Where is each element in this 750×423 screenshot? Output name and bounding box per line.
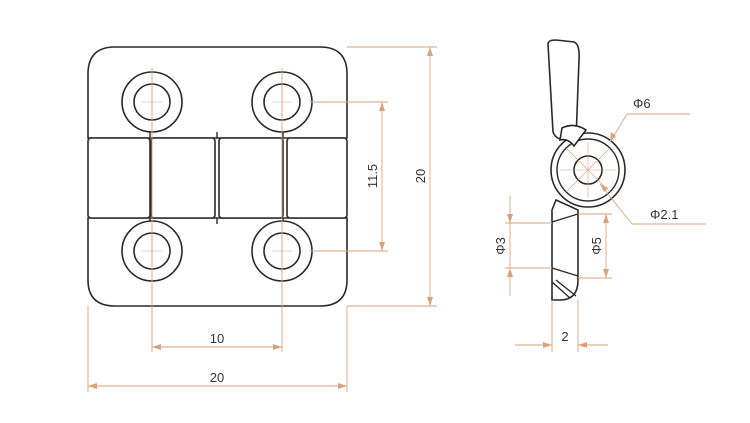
dim-label-hole-small: Φ3 (493, 237, 508, 255)
side-lower-leaf (551, 198, 579, 301)
side-dimensions: Φ6 Φ2.1 Φ3 Φ5 2 (493, 96, 706, 352)
knuckle-segment-2 (150, 137, 216, 219)
side-countersink-section (551, 213, 579, 277)
dim-label-overall-width: 20 (210, 370, 224, 385)
dim-label-pin-diameter: Φ2.1 (650, 207, 678, 222)
knuckle-segment-3 (218, 137, 284, 219)
knuckle-segment-4 (286, 137, 348, 219)
side-hatch (551, 279, 577, 299)
front-dimensions: 10 20 11.5 20 (87, 46, 437, 392)
side-view (547, 39, 626, 301)
dim-label-center-spacing: 10 (210, 331, 224, 346)
dim-label-hole-vertical-spacing: 11.5 (365, 164, 380, 188)
dim-label-overall-height: 20 (413, 169, 428, 183)
dim-label-hole-large: Φ5 (589, 237, 604, 255)
dim-label-thickness: 2 (561, 329, 568, 344)
side-upper-leaf (547, 39, 580, 141)
side-knuckle-inner (556, 138, 620, 202)
dim-label-knuckle-diameter: Φ6 (633, 96, 651, 111)
knuckle-segment-1 (87, 137, 151, 219)
front-view (87, 46, 348, 307)
